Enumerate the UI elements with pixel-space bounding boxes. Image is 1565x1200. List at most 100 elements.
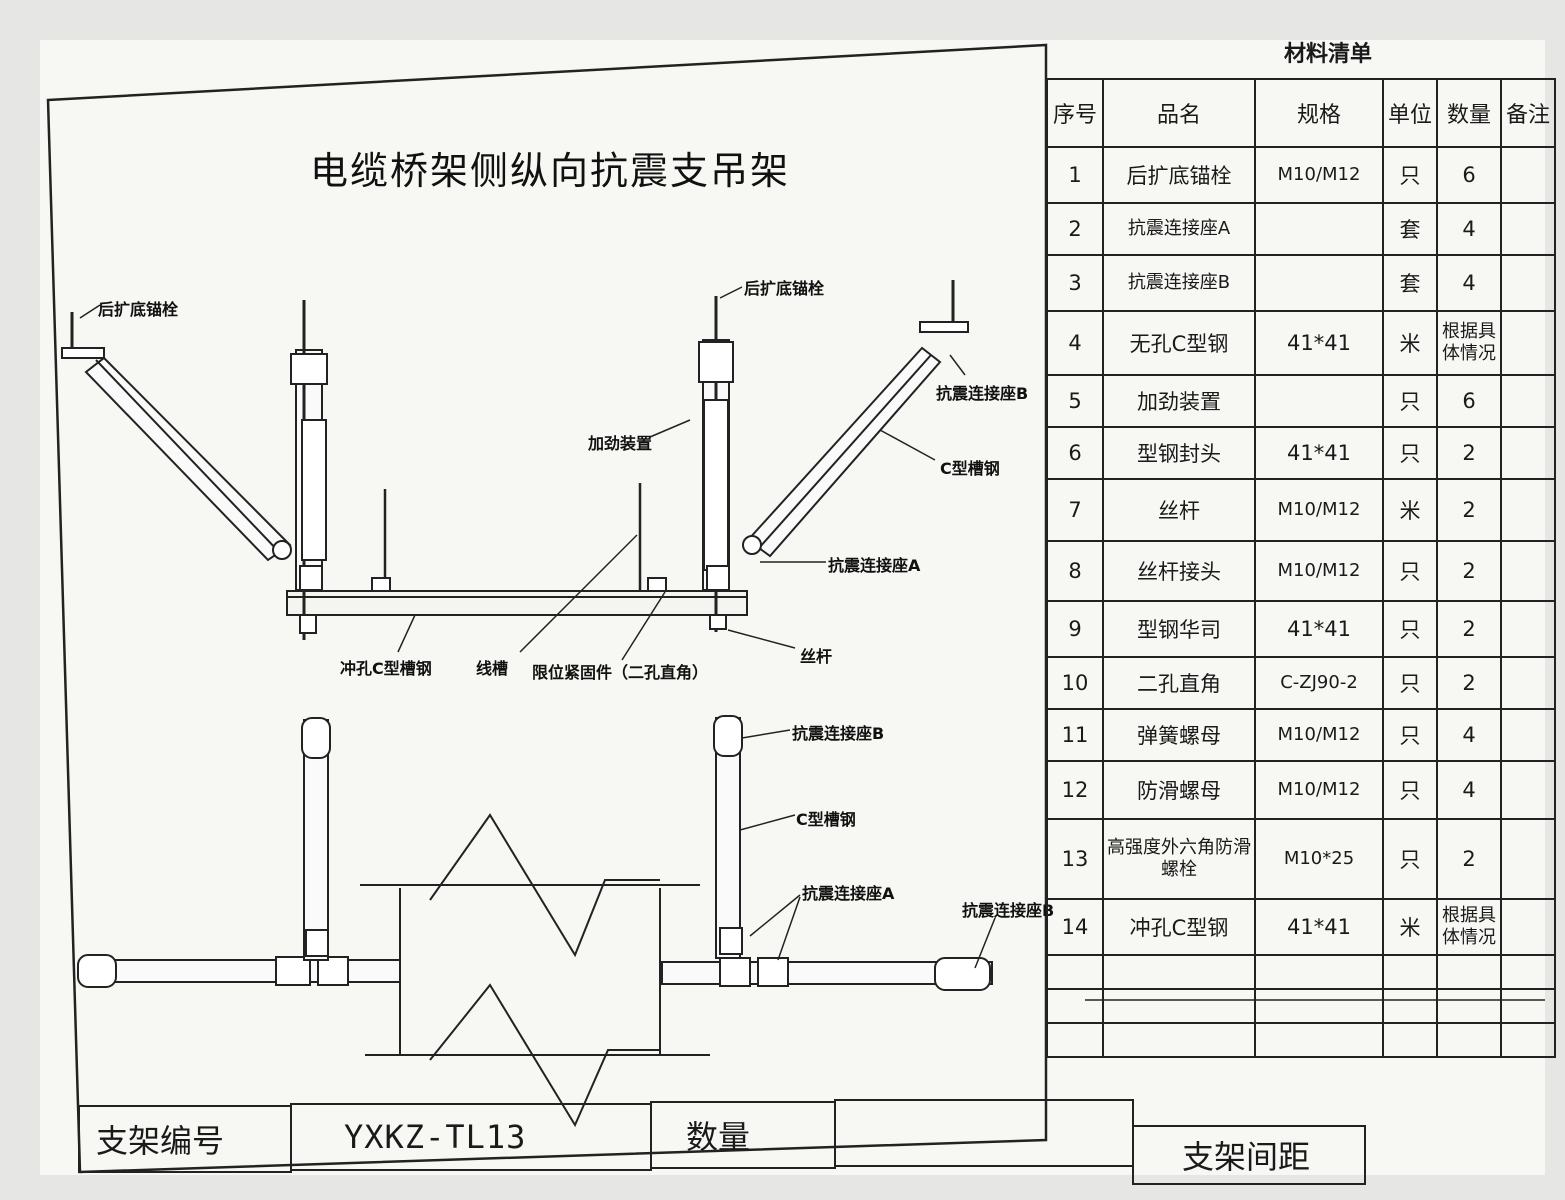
label-limit-fastener: 限位紧固件（二孔直角） [532,663,709,682]
drawing-title: 电缆桥架侧纵向抗震支吊架 [310,149,791,193]
materials-heading: 材料清单 [1283,42,1372,67]
table-cell: 只 [1382,146,1438,204]
table-cell [1500,426,1556,480]
table-cell: 米 [1382,898,1438,956]
table-cell [1500,818,1556,900]
table-cell: 抗震连接座B [1102,254,1256,312]
table-cell [1436,1022,1502,1058]
label-c-channel: C型槽钢 [940,459,1000,478]
table-cell: 4 [1436,202,1502,256]
table-cell: 4 [1436,708,1502,762]
table-cell: C-ZJ90-2 [1254,656,1384,710]
table-cell: 只 [1382,760,1438,820]
table-cell: 根据具体情况 [1436,898,1502,956]
label-seat-a-plan: 抗震连接座A [802,884,895,903]
table-cell: 8 [1046,540,1104,602]
table-cell: 2 [1436,426,1502,480]
table-cell [1436,954,1502,990]
table-cell: 6 [1046,426,1104,480]
table-cell [1102,988,1256,1024]
table-cell: 米 [1382,310,1438,376]
table-cell: 根据具体情况 [1436,310,1502,376]
table-cell: 5 [1046,374,1104,428]
table-row-empty [1046,1022,1556,1058]
table-cell: 2 [1436,656,1502,710]
table-cell [1046,954,1104,990]
table-cell: M10/M12 [1254,540,1384,602]
table-cell: 6 [1436,146,1502,204]
table-cell: 41*41 [1254,600,1384,658]
table-cell: 防滑螺母 [1102,760,1256,820]
label-anchor-left: 后扩底锚栓 [98,300,179,319]
code-label: 支架编号 [96,1122,225,1160]
table-cell: 10 [1046,656,1104,710]
table-cell [1046,988,1104,1024]
code-value: YXKZ-TL13 [344,1118,527,1156]
table-row-empty [1046,988,1556,1024]
table-cell: M10/M12 [1254,708,1384,762]
table-cell: 丝杆 [1102,478,1256,542]
table-cell [1500,760,1556,820]
table-cell: 只 [1382,600,1438,658]
table-cell: 11 [1046,708,1104,762]
table-cell: 2 [1436,818,1502,900]
table-cell: 9 [1046,600,1104,658]
table-cell: M10*25 [1254,818,1384,900]
table-cell: 2 [1436,600,1502,658]
table-cell: M10/M12 [1254,146,1384,204]
col-index: 序号 [1046,78,1104,148]
code-label-cell: 支架编号 [78,1105,292,1173]
qty-value-cell [834,1099,1134,1167]
table-cell: 2 [1436,478,1502,542]
col-qty: 数量 [1436,78,1502,148]
label-rod: 丝杆 [800,647,833,666]
label-seat-b: 抗震连接座B [936,384,1029,403]
table-cell: 后扩底锚栓 [1102,146,1256,204]
label-anchor-right: 后扩底锚栓 [744,279,825,298]
table-cell: 高强度外六角防滑螺栓 [1102,818,1256,900]
table-cell [1254,988,1384,1024]
qty-label-cell: 数量 [650,1101,836,1169]
table-cell: 套 [1382,254,1438,312]
table-cell [1500,656,1556,710]
table-cell [1254,374,1384,428]
table-cell: 41*41 [1254,310,1384,376]
table-cell [1500,988,1556,1024]
label-seat-b-plan: 抗震连接座B [792,724,885,743]
table-cell [1254,254,1384,312]
table-cell: 型钢封头 [1102,426,1256,480]
table-cell [1254,1022,1384,1058]
spacing-label-cell: 支架间距 [1132,1125,1366,1185]
table-cell [1102,954,1256,990]
plan-view [77,715,993,1128]
label-seat-b-plan-right: 抗震连接座B [962,901,1055,920]
col-unit: 单位 [1382,78,1438,148]
table-cell [1500,146,1556,204]
table-cell [1500,954,1556,990]
label-punched-channel: 冲孔C型槽钢 [340,659,432,678]
table-cell: 只 [1382,540,1438,602]
table-cell: 13 [1046,818,1104,900]
table-cell [1500,540,1556,602]
table-cell [1500,1022,1556,1058]
table-cell: 冲孔C型钢 [1102,898,1256,956]
table-cell: 12 [1046,760,1104,820]
table-cell: 只 [1382,708,1438,762]
table-cell: 型钢华司 [1102,600,1256,658]
table-cell: 丝杆接头 [1102,540,1256,602]
table-cell: 只 [1382,374,1438,428]
table-cell: 4 [1436,254,1502,312]
table-cell: 二孔直角 [1102,656,1256,710]
col-remark: 备注 [1500,78,1556,148]
table-cell: 只 [1382,426,1438,480]
